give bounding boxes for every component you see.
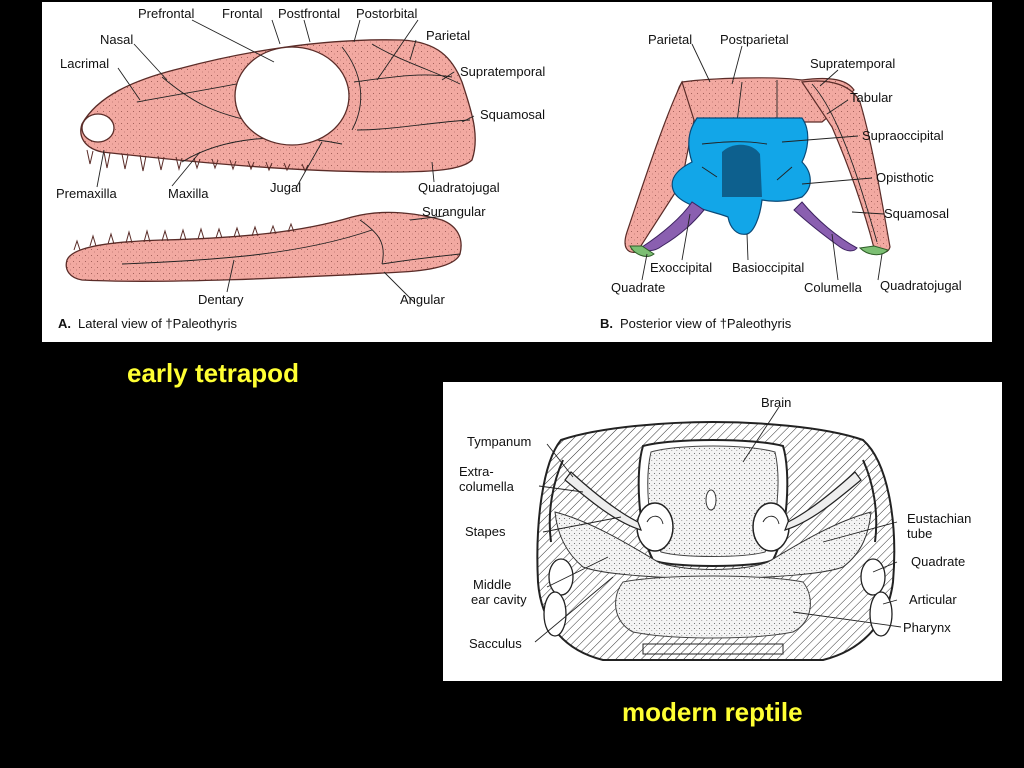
- label-brain: Brain: [761, 395, 791, 410]
- label-frontal: Frontal: [222, 6, 263, 21]
- label-exoccipital: Exoccipital: [650, 260, 712, 275]
- articular-left: [543, 591, 567, 637]
- tympanum-right: [862, 459, 878, 543]
- label-tympanum: Tympanum: [467, 434, 531, 449]
- skull-figure-panel: Prefrontal Frontal Postfrontal Postorbit…: [42, 2, 992, 342]
- hyoid-floor: [642, 643, 784, 655]
- label-maxilla: Maxilla: [168, 186, 209, 201]
- skull-figure-svg: Prefrontal Frontal Postfrontal Postorbit…: [56, 6, 962, 331]
- quadrate-left: [548, 558, 574, 596]
- right-cheek-strip: [811, 83, 878, 243]
- label-squamosal-b: Squamosal: [884, 206, 949, 221]
- panel-a-leader-lines: [96, 19, 475, 303]
- caption-modern-reptile: modern reptile: [622, 697, 803, 727]
- right-cheek: [800, 80, 891, 253]
- label-parietal-b: Parietal: [648, 32, 692, 47]
- caption-early-tetrapod: early tetrapod: [127, 358, 299, 388]
- roof-sutures: [736, 80, 778, 123]
- label-quadrate-ear: Quadrate: [911, 554, 965, 569]
- lower-teeth: [73, 222, 295, 251]
- label-articular: Articular: [909, 592, 957, 607]
- label-sacculus: Sacculus: [469, 636, 522, 651]
- cranium-sutures: [136, 43, 471, 163]
- label-tabular: Tabular: [850, 90, 893, 105]
- quadratojugal-left: [629, 245, 655, 257]
- upper-teeth: [86, 149, 309, 173]
- label-quadratojugal-a: Quadratojugal: [418, 180, 500, 195]
- tympanum-left: [548, 459, 564, 543]
- ear-figure-panel: Brain Tympanum Extra- columella Stapes E…: [443, 382, 1002, 681]
- label-postparietal: Postparietal: [720, 32, 789, 47]
- pharynx: [615, 575, 811, 639]
- label-eustachian-line1: Eustachian: [907, 511, 971, 526]
- ear-figure-svg: Brain Tympanum Extra- columella Stapes E…: [459, 395, 971, 661]
- label-extra-line1: Extra-: [459, 464, 494, 479]
- label-pharynx: Pharynx: [903, 620, 951, 635]
- label-parietal-a: Parietal: [426, 28, 470, 43]
- label-angular: Angular: [400, 292, 445, 307]
- quadratojugal-right: [858, 245, 889, 256]
- label-middle-line2: ear cavity: [471, 592, 527, 607]
- columella-left: [641, 201, 705, 252]
- inner-ear-details: [646, 515, 780, 525]
- ear-cross-section-drawing: [534, 406, 902, 661]
- label-basioccipital: Basioccipital: [732, 260, 804, 275]
- label-postorbital: Postorbital: [356, 6, 418, 21]
- middle-ear-cavity: [554, 511, 872, 579]
- label-columella: Columella: [804, 280, 863, 295]
- label-middle-line1: Middle: [473, 577, 511, 592]
- label-eustachian-line2: tube: [907, 526, 932, 541]
- caption-b-letter: B.: [600, 316, 613, 331]
- label-surangular: Surangular: [422, 204, 486, 219]
- panel-b-leader-lines: [641, 43, 885, 281]
- ear-leader-lines: [534, 406, 902, 643]
- posterior-skull-drawing: [624, 43, 891, 281]
- orbit-opening: [234, 46, 350, 146]
- extracolumella-right: [784, 471, 862, 531]
- articular-right: [869, 591, 893, 637]
- extracolumella-left: [564, 471, 642, 531]
- label-supratemporal-b: Supratemporal: [810, 56, 895, 71]
- label-supratemporal-a: Supratemporal: [460, 64, 545, 79]
- label-stapes: Stapes: [465, 524, 506, 539]
- caption-a-text: Lateral view of †Paleothyris: [78, 316, 237, 331]
- lower-jaw-shape: [65, 211, 462, 282]
- inner-ear-left: [636, 502, 674, 552]
- quadrate-right: [860, 558, 886, 596]
- label-opisthotic: Opisthotic: [876, 170, 934, 185]
- label-postfrontal: Postfrontal: [278, 6, 340, 21]
- label-dentary: Dentary: [198, 292, 244, 307]
- label-prefrontal: Prefrontal: [138, 6, 194, 21]
- label-quadrate-b: Quadrate: [611, 280, 665, 295]
- label-lacrimal: Lacrimal: [60, 56, 109, 71]
- label-supraoccipital: Supraoccipital: [862, 128, 944, 143]
- lateral-skull-drawing: [65, 19, 476, 303]
- occipital-sutures: [701, 141, 793, 181]
- brain-ventricle: [705, 489, 717, 511]
- label-nasal: Nasal: [100, 32, 133, 47]
- label-premaxilla: Premaxilla: [56, 186, 117, 201]
- label-jugal: Jugal: [270, 180, 301, 195]
- caption-b-text: Posterior view of †Paleothyris: [620, 316, 792, 331]
- foramen-magnum: [722, 144, 762, 197]
- inner-ear-right: [752, 502, 790, 552]
- label-extra-line2: columella: [459, 479, 515, 494]
- caption-a-letter: A.: [58, 316, 71, 331]
- label-squamosal-a: Squamosal: [480, 107, 545, 122]
- columella-right: [793, 201, 858, 252]
- naris-opening: [81, 113, 115, 143]
- label-quadratojugal-b: Quadratojugal: [880, 278, 962, 293]
- lower-jaw-sutures: [121, 219, 461, 265]
